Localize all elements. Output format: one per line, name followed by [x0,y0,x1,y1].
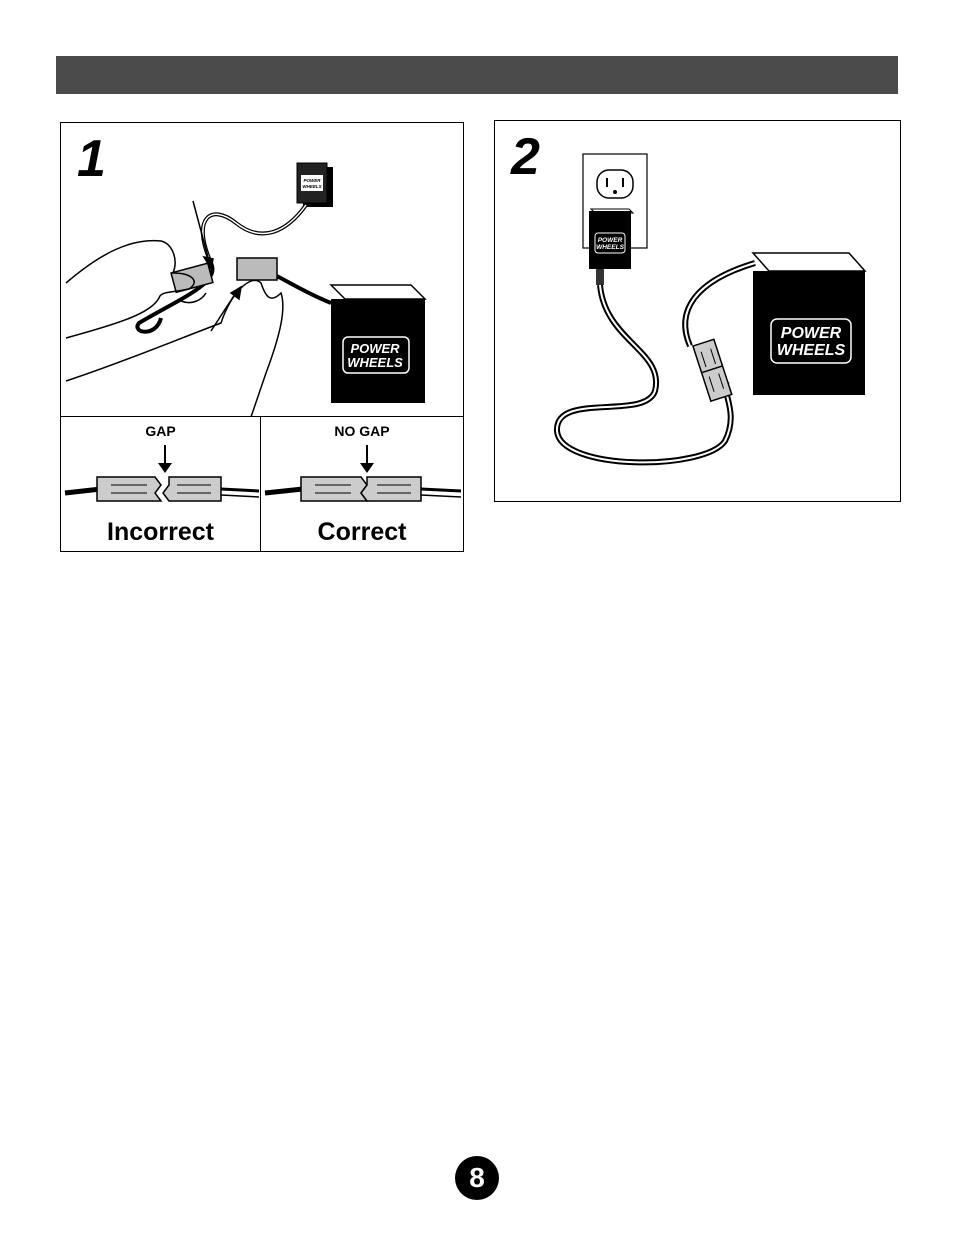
battery-brand-line1: POWER [781,325,842,342]
connector-icon [691,338,733,403]
charger-brand-line1: POWER [303,178,321,183]
charger-brand-line2: WHEELS [302,184,321,189]
charger-brand-line1: POWER [598,237,623,244]
correct-caption: Correct [317,518,407,546]
step-1-panel: 1 POWER WHEELS POWER WHEELS [60,122,464,418]
correct-connection-panel: NO GAP Correct [260,416,464,552]
step-1-number: 1 [77,130,106,188]
charger-icon: POWER WHEELS [296,162,333,207]
step-2-illustration: POWER WHEELS POWER WHEELS [553,153,867,466]
step-2-panel: 2 POWER WHEELS [494,120,901,502]
page-number: 8 [455,1156,499,1200]
charger-icon: POWER WHEELS [589,208,635,285]
hands-illustration [65,239,284,418]
no-gap-label: NO GAP [334,423,390,439]
header-bar [56,56,898,94]
step-2-number: 2 [511,128,540,186]
incorrect-caption: Incorrect [107,518,214,546]
gap-label: GAP [145,423,176,439]
incorrect-connection-panel: GAP Incorrect [60,416,261,552]
pointer-arrows [192,200,243,332]
battery-icon: POWER WHEELS [329,284,427,403]
battery-brand-line1: POWER [350,341,400,356]
charger-brand-line2: WHEELS [596,244,624,251]
battery-icon: POWER WHEELS [751,252,867,395]
no-gap-connector-illustration [264,445,462,502]
step-1-illustration: POWER WHEELS POWER WHEELS [65,162,427,418]
gap-connector-illustration [64,445,260,502]
battery-brand-line2: WHEELS [347,355,403,370]
battery-brand-line2: WHEELS [777,342,846,359]
